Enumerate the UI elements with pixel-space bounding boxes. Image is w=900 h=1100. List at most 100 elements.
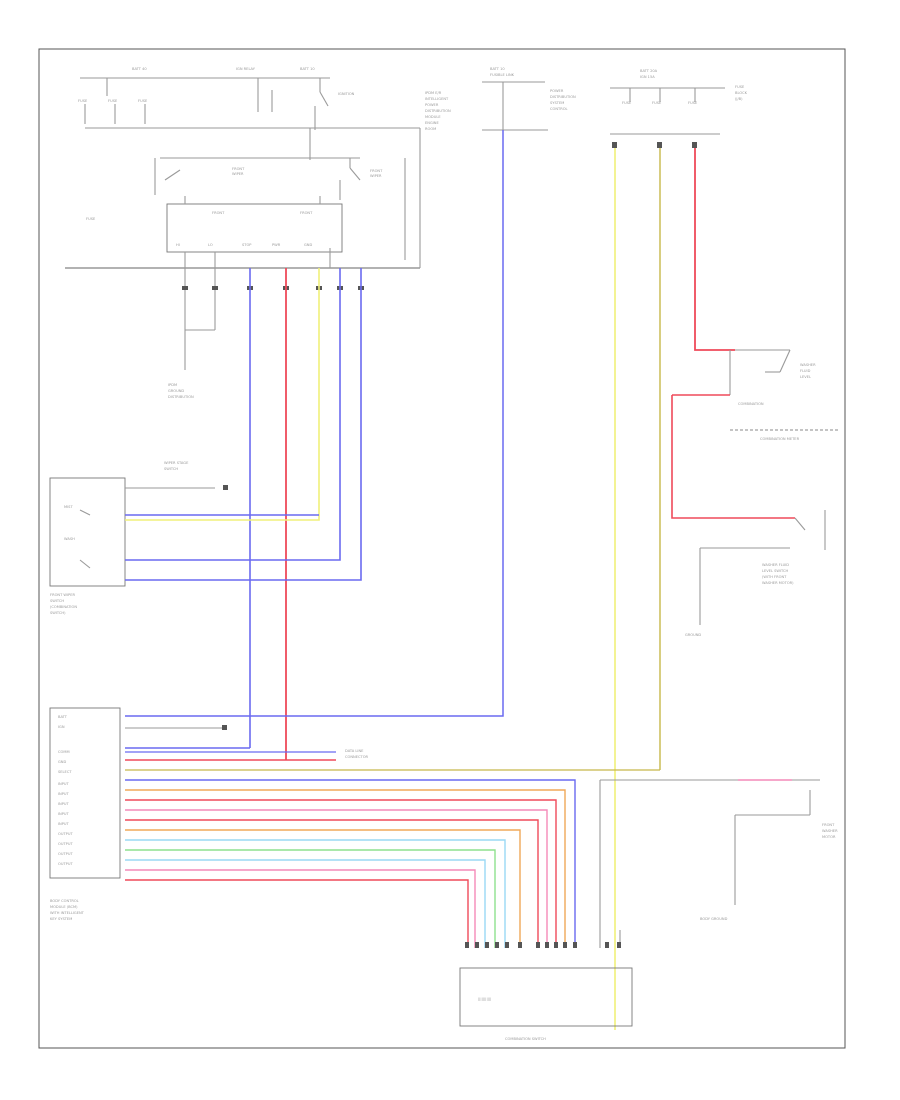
svg-text:FRONT: FRONT [232, 167, 245, 171]
front-wiper-switch: WIPER STAGE SWITCH MIST WASH FRONT WIPER… [49, 461, 228, 615]
svg-text:CONTROL: CONTROL [550, 107, 568, 111]
svg-text:FLUID: FLUID [800, 369, 811, 373]
svg-text:BATT 20A: BATT 20A [640, 69, 658, 73]
svg-text:WIPER: WIPER [232, 172, 244, 176]
svg-text:WASHER FLUID: WASHER FLUID [762, 563, 789, 567]
svg-text:WASH: WASH [64, 537, 75, 541]
combination-meter: WASHER FLUID LEVEL COMBINATION COMBINATI… [671, 349, 840, 519]
svg-text:INPUT: INPUT [58, 782, 70, 786]
svg-text:FRONT WIPER: FRONT WIPER [50, 593, 75, 597]
svg-text:FUSE: FUSE [138, 99, 148, 103]
joint-connector: ||||||||||| COMBINATION SWITCH [459, 942, 633, 1041]
svg-text:FUSE: FUSE [86, 217, 96, 221]
svg-text:WIPER: WIPER [370, 174, 382, 178]
svg-text:INPUT: INPUT [58, 792, 70, 796]
top-center-relay: BATT 10 FUSIBLE LINK POWER DISTRIBUTION … [125, 67, 576, 717]
svg-text:BLOCK: BLOCK [735, 91, 748, 95]
svg-text:PWR: PWR [272, 243, 281, 247]
svg-text:OUTPUT: OUTPUT [58, 862, 73, 866]
svg-text:FUSE: FUSE [78, 99, 88, 103]
svg-text:INTELLIGENT: INTELLIGENT [425, 97, 449, 101]
fuse-relay-block: BATT 40 IGN RELAY BATT 10 IGNITION FUSE … [65, 67, 451, 269]
svg-text:WASHER: WASHER [800, 363, 816, 367]
svg-text:MIST: MIST [64, 505, 73, 509]
svg-text:IPDM: IPDM [168, 383, 177, 387]
svg-text:FRONT: FRONT [212, 211, 225, 215]
svg-text:FUSE: FUSE [652, 101, 662, 105]
svg-text:ENGINE: ENGINE [425, 121, 439, 125]
ipdm-connectors: IPDM GROUND DISTRIBUTION [168, 252, 364, 399]
svg-text:OUTPUT: OUTPUT [58, 852, 73, 856]
svg-text:FRONT: FRONT [370, 169, 383, 173]
svg-text:ROOM: ROOM [425, 127, 436, 131]
svg-text:DISTRIBUTION: DISTRIBUTION [425, 109, 451, 113]
svg-text:WIPER STAGE: WIPER STAGE [164, 461, 189, 465]
svg-text:IGN RELAY: IGN RELAY [236, 67, 256, 71]
svg-text:SYSTEM: SYSTEM [550, 101, 564, 105]
svg-text:POWER: POWER [550, 89, 564, 93]
svg-text:IGNITION: IGNITION [338, 92, 355, 96]
svg-text:INPUT: INPUT [58, 802, 70, 806]
svg-text:OUTPUT: OUTPUT [58, 842, 73, 846]
svg-text:IPDM E/R: IPDM E/R [425, 91, 442, 95]
svg-text:BODY CONTROL: BODY CONTROL [50, 899, 79, 903]
svg-text:WASHER: WASHER [822, 829, 838, 833]
svg-text:WASHER MOTOR): WASHER MOTOR) [762, 581, 794, 585]
svg-text:FUSE: FUSE [688, 101, 698, 105]
diagram-frame [38, 48, 846, 1049]
svg-text:COMBINATION METER: COMBINATION METER [760, 437, 800, 441]
svg-text:OUTPUT: OUTPUT [58, 832, 73, 836]
body-control-module: BATT IGN COMM GND SELECT INPUT INPUT INP… [49, 707, 121, 921]
svg-text:DISTRIBUTION: DISTRIBUTION [168, 395, 194, 399]
svg-text:GND: GND [58, 760, 66, 764]
svg-text:DATA LINE: DATA LINE [345, 749, 364, 753]
svg-text:CONNECTOR: CONNECTOR [345, 755, 369, 759]
rear-wiper: FRONT WASHER MOTOR BODY GROUND [700, 779, 838, 921]
svg-text:FUSE: FUSE [735, 85, 745, 89]
svg-text:(COMBINATION: (COMBINATION [50, 605, 77, 609]
svg-text:|||||||||||: ||||||||||| [478, 997, 491, 1001]
svg-text:IGN: IGN [58, 725, 65, 729]
svg-text:COMBINATION SWITCH: COMBINATION SWITCH [505, 1037, 546, 1041]
svg-text:MOTOR: MOTOR [822, 835, 836, 839]
fuse-block-right: BATT 20A IGN 15A FUSE FUSE FUSE FUSE BLO… [610, 69, 748, 1030]
svg-text:FRONT: FRONT [822, 823, 835, 827]
ipdm-wires [125, 268, 362, 760]
svg-text:(J/B): (J/B) [735, 97, 743, 101]
svg-text:INPUT: INPUT [58, 812, 70, 816]
svg-text:MODULE (BCM): MODULE (BCM) [50, 905, 78, 909]
svg-text:LO: LO [208, 243, 213, 247]
washer-fluid-switch: WASHER FLUID LEVEL SWITCH (WITH FRONT WA… [685, 510, 826, 637]
svg-text:HI: HI [176, 243, 180, 247]
svg-text:FRONT: FRONT [300, 211, 313, 215]
svg-text:SELECT: SELECT [58, 770, 72, 774]
svg-text:MODULE: MODULE [425, 115, 441, 119]
svg-text:BATT 40: BATT 40 [132, 67, 147, 71]
svg-text:SWITCH: SWITCH [164, 467, 178, 471]
svg-text:KEY SYSTEM: KEY SYSTEM [50, 917, 72, 921]
svg-text:BATT 10: BATT 10 [300, 67, 315, 71]
svg-text:STOP: STOP [242, 243, 252, 247]
svg-text:SWITCH: SWITCH [50, 599, 64, 603]
svg-text:FUSE: FUSE [622, 101, 632, 105]
svg-text:POWER: POWER [425, 103, 439, 107]
svg-text:COMBINATION: COMBINATION [738, 402, 764, 406]
svg-text:(WITH FRONT: (WITH FRONT [762, 575, 787, 579]
svg-text:LEVEL: LEVEL [800, 375, 811, 379]
svg-text:DISTRIBUTION: DISTRIBUTION [550, 95, 576, 99]
svg-text:GROUND: GROUND [685, 633, 701, 637]
svg-text:GND: GND [304, 243, 312, 247]
svg-text:INPUT: INPUT [58, 822, 70, 826]
svg-text:WITH INTELLIGENT: WITH INTELLIGENT [50, 911, 85, 915]
svg-text:IGN 15A: IGN 15A [640, 75, 655, 79]
svg-text:BATT 10: BATT 10 [490, 67, 505, 71]
bcm-wires: DATA LINE CONNECTOR [125, 725, 700, 948]
svg-text:BATT: BATT [58, 715, 68, 719]
svg-text:FUSE: FUSE [108, 99, 118, 103]
svg-text:LEVEL SWITCH: LEVEL SWITCH [762, 569, 789, 573]
svg-text:COMM: COMM [58, 750, 70, 754]
svg-text:GROUND: GROUND [168, 389, 184, 393]
svg-text:BODY GROUND: BODY GROUND [700, 917, 728, 921]
svg-text:SWITCH): SWITCH) [50, 611, 66, 615]
